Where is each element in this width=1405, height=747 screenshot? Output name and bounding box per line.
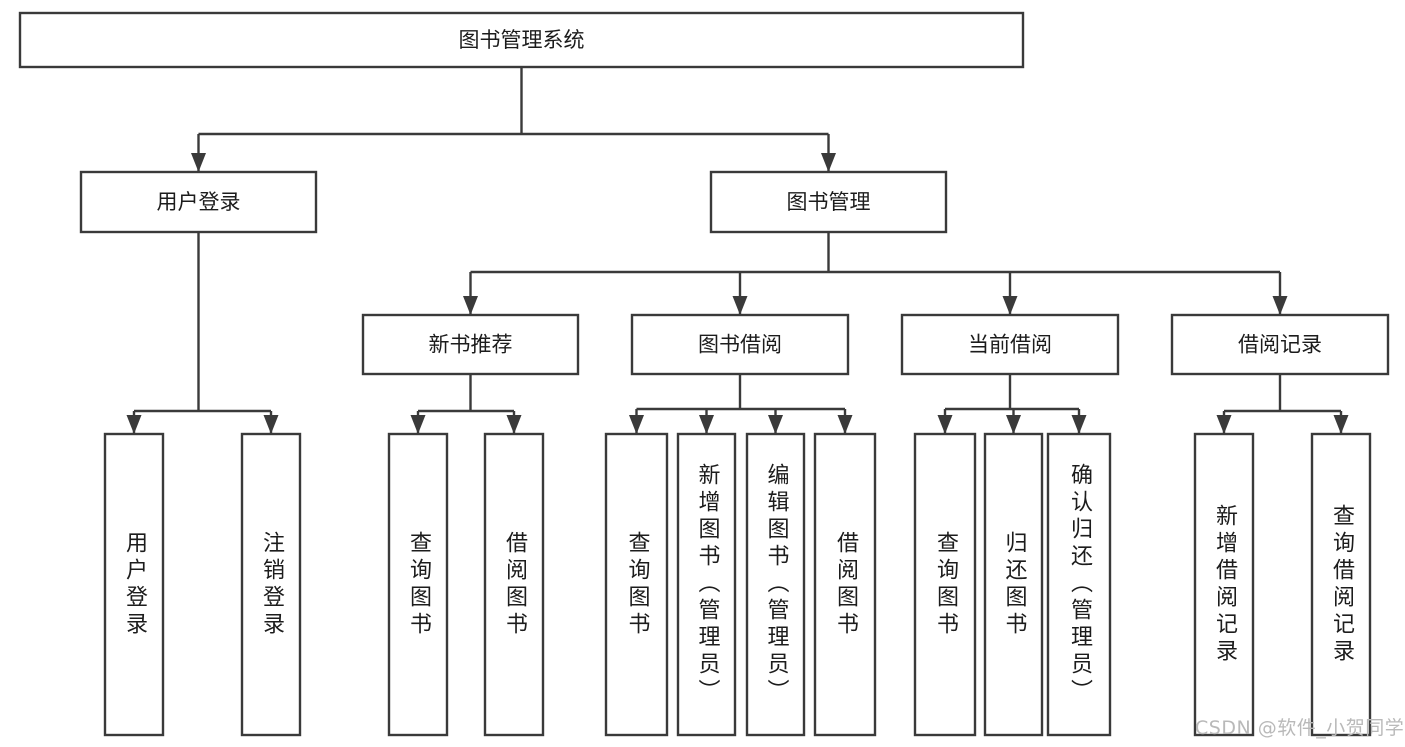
edge-book-management-arrow-1 — [732, 296, 748, 315]
edge-book-management-arrow-3 — [1272, 296, 1288, 315]
node-book-management[interactable] — [709, 170, 948, 234]
edge-current-borrow-arrow-2 — [1071, 415, 1087, 434]
node-leaf-add-borrow-record[interactable] — [1193, 432, 1255, 737]
node-leaf-query-book-recommend[interactable] — [387, 432, 449, 737]
edge-book-management-arrow-2 — [1002, 296, 1018, 315]
node-leaf-user-login[interactable] — [103, 432, 165, 737]
node-leaf-add-book-admin[interactable] — [676, 432, 737, 737]
node-book-borrow-label: 图书借阅 — [698, 333, 782, 357]
node-leaf-query-book-borrow[interactable] — [604, 432, 669, 737]
node-user-login[interactable] — [79, 170, 318, 234]
edge-current-borrow-arrow-0 — [937, 415, 953, 434]
connectors-layer — [126, 67, 1349, 434]
node-new-book-recommend[interactable] — [361, 313, 580, 376]
edge-book-borrow-arrow-0 — [629, 415, 644, 434]
node-current-borrow[interactable] — [900, 313, 1120, 376]
edge-root-arrow-1 — [821, 153, 836, 172]
node-leaf-query-book-current[interactable] — [913, 432, 977, 737]
edge-book-borrow-arrow-3 — [837, 415, 853, 434]
edge-borrow-record-arrow-1 — [1333, 415, 1349, 434]
node-book-borrow[interactable] — [630, 313, 850, 376]
node-leaf-borrow-book-recommend[interactable] — [483, 432, 545, 737]
node-root[interactable] — [18, 11, 1025, 69]
node-leaf-borrow-book[interactable] — [813, 432, 877, 737]
node-borrow-record[interactable] — [1170, 313, 1390, 376]
node-current-borrow-label: 当前借阅 — [968, 333, 1052, 357]
node-user-login-label: 用户登录 — [157, 190, 241, 214]
edge-new-book-recommend-arrow-0 — [410, 415, 426, 434]
node-leaf-query-borrow-record[interactable] — [1310, 432, 1372, 737]
node-book-management-label: 图书管理 — [787, 190, 871, 214]
edge-user-login-arrow-0 — [126, 415, 142, 434]
node-leaf-user-logout[interactable] — [240, 432, 302, 737]
node-boxes-layer — [18, 11, 1390, 737]
edge-borrow-record-arrow-0 — [1216, 415, 1232, 434]
node-borrow-record-label: 借阅记录 — [1238, 333, 1322, 357]
edge-current-borrow-arrow-1 — [1006, 415, 1021, 434]
node-root-label: 图书管理系统 — [459, 28, 585, 52]
edge-book-borrow-arrow-2 — [768, 415, 783, 434]
edge-new-book-recommend-arrow-1 — [506, 415, 522, 434]
edge-book-borrow-arrow-1 — [699, 415, 714, 434]
csdn-watermark: CSDN @软件_小贺同学 — [1195, 717, 1405, 739]
edge-user-login-arrow-1 — [263, 415, 279, 434]
node-leaf-edit-book-admin[interactable] — [745, 432, 806, 737]
node-new-book-recommend-label: 新书推荐 — [429, 333, 513, 357]
edge-book-management-arrow-0 — [463, 296, 478, 315]
edge-root-arrow-0 — [191, 153, 206, 172]
node-leaf-return-book[interactable] — [983, 432, 1044, 737]
node-leaf-confirm-return-admin[interactable] — [1046, 432, 1112, 737]
